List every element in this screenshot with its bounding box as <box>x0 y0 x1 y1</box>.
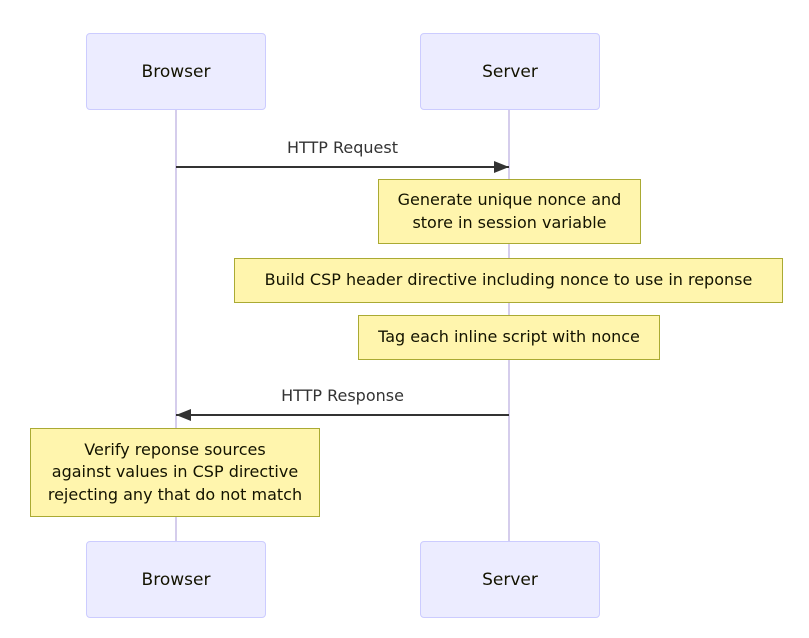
actor-box-browser-bottom: Browser <box>86 541 266 618</box>
message-label-http-response: HTTP Response <box>281 386 404 405</box>
actor-box-server-bottom: Server <box>420 541 600 618</box>
actor-box-server-top: Server <box>420 33 600 110</box>
actor-label-browser: Browser <box>141 569 211 590</box>
message-line-http-response <box>176 414 509 416</box>
message-label-http-request: HTTP Request <box>286 138 399 157</box>
actor-label-browser: Browser <box>141 61 211 82</box>
note-verify-sources: Verify reponse sources against values in… <box>30 428 320 517</box>
lifeline-browser <box>175 110 177 541</box>
actor-label-server: Server <box>482 61 538 82</box>
note-build-csp-header: Build CSP header directive including non… <box>234 258 783 303</box>
arrowhead-left-icon <box>176 409 191 421</box>
arrowhead-right-icon <box>494 161 509 173</box>
note-generate-nonce: Generate unique nonce and store in sessi… <box>378 179 641 244</box>
message-line-http-request <box>176 166 509 168</box>
actor-box-browser-top: Browser <box>86 33 266 110</box>
actor-label-server: Server <box>482 569 538 590</box>
note-tag-inline-scripts: Tag each inline script with nonce <box>358 315 660 360</box>
